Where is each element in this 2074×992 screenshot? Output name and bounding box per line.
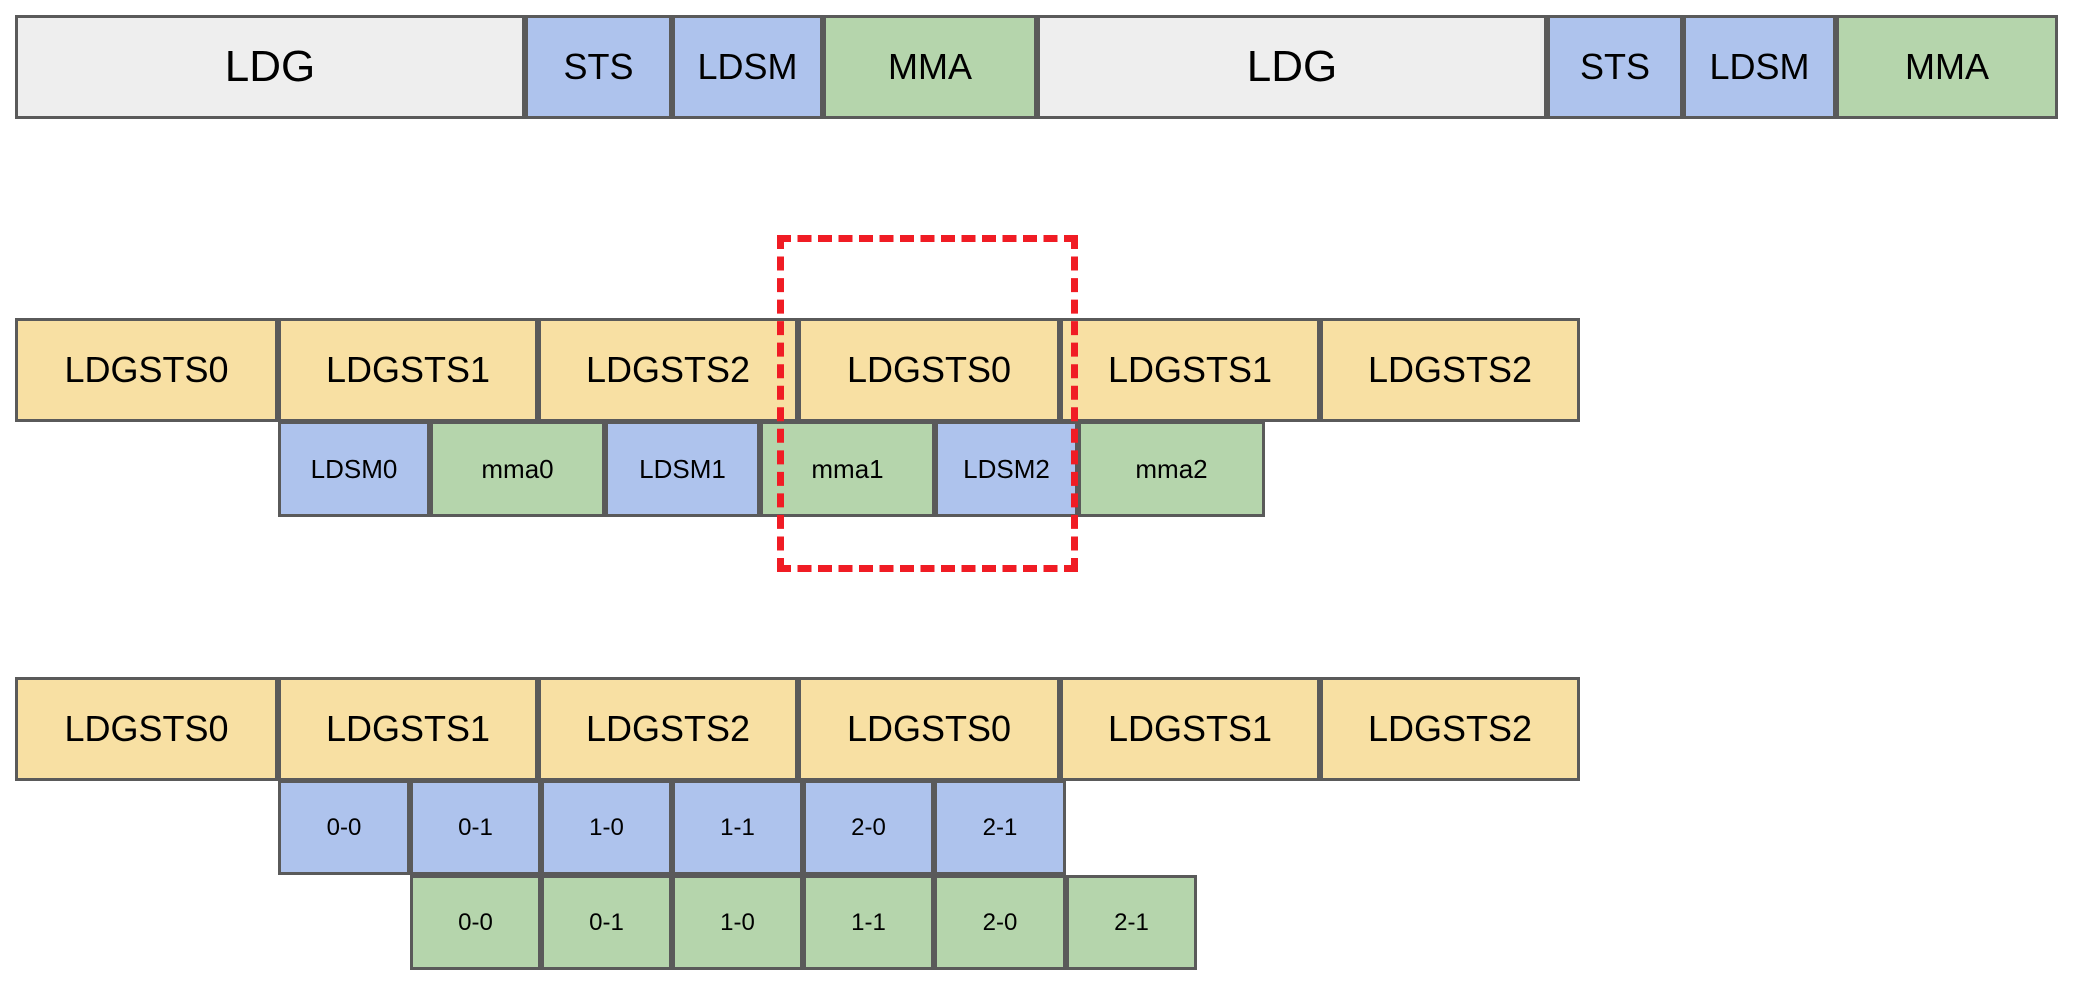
ldgsts-b-cell-2: LDGSTS2 bbox=[538, 677, 798, 781]
pipeline-cell-label-4: LDG bbox=[1246, 42, 1338, 91]
pipeline-cell-label-0: LDG bbox=[224, 42, 316, 91]
pipeline-cell-4: LDG bbox=[1037, 15, 1547, 119]
ldgsts-cell-label-5: LDGSTS2 bbox=[1367, 349, 1533, 390]
ldgsts-cell-label-2: LDGSTS2 bbox=[585, 349, 751, 390]
pipeline-cell-label-2: LDSM bbox=[697, 46, 798, 87]
pipeline-cell-6: LDSM bbox=[1683, 15, 1836, 119]
blue-tile-label-1: 0-1 bbox=[458, 813, 493, 841]
pipeline-cell-3: MMA bbox=[823, 15, 1037, 119]
blue-tile-3: 1-1 bbox=[672, 780, 803, 875]
pipeline-cell-label-3: MMA bbox=[888, 46, 972, 87]
ldgsts-b-cell-label-2: LDGSTS2 bbox=[585, 708, 751, 749]
pipeline-cell-label-6: LDSM bbox=[1709, 46, 1810, 87]
ldsm-mma-cell-5: mma2 bbox=[1078, 421, 1265, 517]
ldgsts-cell-4: LDGSTS1 bbox=[1060, 318, 1320, 422]
green-tile-4: 2-0 bbox=[934, 875, 1066, 970]
pipeline-cell-0: LDG bbox=[15, 15, 525, 119]
pipeline-cell-1: STS bbox=[525, 15, 672, 119]
green-tile-5: 2-1 bbox=[1066, 875, 1197, 970]
blue-tile-4: 2-0 bbox=[803, 780, 934, 875]
pipeline-cell-5: STS bbox=[1547, 15, 1683, 119]
pipeline-cell-2: LDSM bbox=[672, 15, 823, 119]
ldgsts-cell-0: LDGSTS0 bbox=[15, 318, 278, 422]
green-tile-3: 1-1 bbox=[803, 875, 934, 970]
ldsm-mma-cell-4: LDSM2 bbox=[935, 421, 1078, 517]
blue-tile-5: 2-1 bbox=[934, 780, 1066, 875]
ldsm-mma-cell-0: LDSM0 bbox=[278, 421, 430, 517]
green-tile-label-0: 0-0 bbox=[458, 908, 493, 936]
ldgsts-b-cell-1: LDGSTS1 bbox=[278, 677, 538, 781]
blue-tile-2: 1-0 bbox=[541, 780, 672, 875]
ldgsts-cell-label-1: LDGSTS1 bbox=[325, 349, 491, 390]
pipeline-cell-7: MMA bbox=[1836, 15, 2058, 119]
ldsm-mma-cell-label-5: mma2 bbox=[1135, 454, 1208, 484]
green-tile-label-4: 2-0 bbox=[982, 908, 1018, 936]
ldsm-mma-cell-2: LDSM1 bbox=[605, 421, 760, 517]
blue-tile-label-4: 2-0 bbox=[851, 813, 886, 841]
ldsm-mma-cell-label-0: LDSM0 bbox=[310, 454, 398, 484]
ldsm-mma-cell-1: mma0 bbox=[430, 421, 605, 517]
green-tile-label-3: 1-1 bbox=[851, 908, 886, 936]
ldgsts-b-cell-label-5: LDGSTS2 bbox=[1367, 708, 1533, 749]
ldgsts-cell-label-3: LDGSTS0 bbox=[846, 349, 1012, 390]
green-tile-0: 0-0 bbox=[410, 875, 541, 970]
ldsm-mma-cell-label-4: LDSM2 bbox=[963, 454, 1050, 484]
blue-tile-label-2: 1-0 bbox=[589, 813, 624, 841]
ldgsts-b-cell-label-0: LDGSTS0 bbox=[64, 708, 229, 749]
green-tile-label-2: 1-0 bbox=[720, 908, 755, 936]
blue-tile-0: 0-0 bbox=[278, 780, 410, 875]
ldsm-mma-cell-label-1: mma0 bbox=[481, 454, 554, 484]
ldgsts-b-cell-5: LDGSTS2 bbox=[1320, 677, 1580, 781]
ldgsts-cell-3: LDGSTS0 bbox=[798, 318, 1060, 422]
ldgsts-cell-2: LDGSTS2 bbox=[538, 318, 798, 422]
ldgsts-b-cell-3: LDGSTS0 bbox=[798, 677, 1060, 781]
blue-tile-label-3: 1-1 bbox=[720, 813, 755, 841]
ldgsts-b-cell-label-4: LDGSTS1 bbox=[1107, 708, 1273, 749]
ldgsts-b-cell-0: LDGSTS0 bbox=[15, 677, 278, 781]
pipeline-cell-label-5: STS bbox=[1579, 46, 1650, 87]
pipeline-cell-label-1: STS bbox=[563, 46, 634, 87]
ldgsts-b-cell-label-1: LDGSTS1 bbox=[325, 708, 491, 749]
green-tile-1: 0-1 bbox=[541, 875, 672, 970]
blue-tile-1: 0-1 bbox=[410, 780, 541, 875]
green-tile-label-1: 0-1 bbox=[589, 908, 624, 936]
ldgsts-cell-5: LDGSTS2 bbox=[1320, 318, 1580, 422]
ldsm-mma-cell-3: mma1 bbox=[760, 421, 935, 517]
blue-tile-label-0: 0-0 bbox=[326, 813, 362, 841]
ldgsts-b-cell-label-3: LDGSTS0 bbox=[846, 708, 1012, 749]
ldgsts-cell-label-0: LDGSTS0 bbox=[64, 349, 229, 390]
green-tile-2: 1-0 bbox=[672, 875, 803, 970]
ldsm-mma-cell-label-3: mma1 bbox=[811, 454, 884, 484]
blue-tile-label-5: 2-1 bbox=[982, 813, 1018, 841]
ldgsts-cell-1: LDGSTS1 bbox=[278, 318, 538, 422]
ldgsts-cell-label-4: LDGSTS1 bbox=[1107, 349, 1273, 390]
pipeline-cell-label-7: MMA bbox=[1905, 46, 1989, 87]
ldsm-mma-cell-label-2: LDSM1 bbox=[639, 454, 726, 484]
ldgsts-b-cell-4: LDGSTS1 bbox=[1060, 677, 1320, 781]
green-tile-label-5: 2-1 bbox=[1114, 908, 1149, 936]
